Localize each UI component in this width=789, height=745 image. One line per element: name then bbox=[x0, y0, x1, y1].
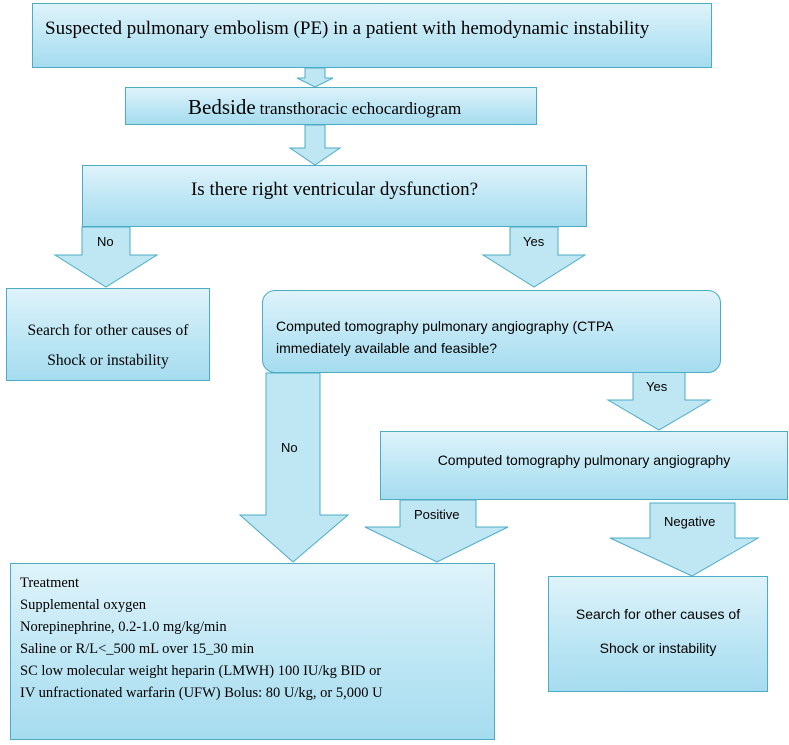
edge-label-negative: Negative bbox=[664, 514, 716, 529]
node-suspected-pe-text: Suspected pulmonary embolism (PE) in a p… bbox=[45, 18, 650, 39]
node-ctpa-availability-question: Computed tomography pulmonary angiograph… bbox=[262, 290, 721, 373]
arrow-ctpa-yes bbox=[606, 371, 712, 431]
edge-label-ctpa-no: No bbox=[281, 440, 298, 455]
treatment-line-5: SC low molecular weight heparin (LMWH) 1… bbox=[20, 663, 382, 679]
treatment-line-3: Norepinephrine, 0.2-1.0 mg/kg/min bbox=[20, 619, 227, 635]
node-ctpa-availability-line1: Computed tomography pulmonary angiograph… bbox=[276, 318, 614, 334]
arrow-echo-to-rv bbox=[288, 124, 342, 166]
node-ctpa-availability-line2: immediately available and feasible? bbox=[276, 340, 498, 356]
arrow-pe-to-echo bbox=[296, 67, 334, 88]
arrow-rv-yes bbox=[481, 226, 587, 288]
node-other-causes-right: Search for other causes of Shock or inst… bbox=[548, 576, 768, 692]
node-other-causes-left: Search for other causes of Shock or inst… bbox=[6, 288, 210, 381]
node-bedside-echo-prefix: Bedside bbox=[188, 95, 256, 119]
node-ctpa: Computed tomography pulmonary angiograph… bbox=[380, 431, 788, 500]
treatment-line-4: Saline or R/L<_500 mL over 15_30 min bbox=[20, 641, 254, 657]
node-treatment: Treatment Supplemental oxygen Norepineph… bbox=[10, 563, 495, 740]
node-rv-dysfunction-question: Is there right ventricular dysfunction? bbox=[82, 165, 587, 227]
node-other-causes-left-line2: Shock or instability bbox=[47, 352, 169, 369]
node-bedside-echo-text: transthoracic echocardiogram bbox=[259, 99, 462, 118]
node-rv-dysfunction-question-text: Is there right ventricular dysfunction? bbox=[190, 179, 478, 200]
node-other-causes-right-line2: Shock or instability bbox=[599, 640, 717, 656]
treatment-line-1: Treatment bbox=[20, 575, 80, 591]
arrow-ctpa-no bbox=[238, 372, 350, 563]
arrow-negative bbox=[609, 502, 760, 577]
edge-label-rv-no: No bbox=[97, 234, 114, 249]
node-ctpa-text: Computed tomography pulmonary angiograph… bbox=[437, 452, 731, 468]
arrow-positive bbox=[364, 499, 509, 563]
edge-label-positive: Positive bbox=[414, 507, 460, 522]
edge-label-rv-yes: Yes bbox=[523, 234, 545, 249]
treatment-line-6: IV unfractionated warfarin (UFW) Bolus: … bbox=[20, 685, 383, 701]
node-other-causes-right-line1: Search for other causes of bbox=[575, 606, 741, 622]
node-other-causes-left-line1: Search for other causes of bbox=[27, 322, 189, 339]
node-suspected-pe: Suspected pulmonary embolism (PE) in a p… bbox=[32, 3, 712, 68]
treatment-line-2: Supplemental oxygen bbox=[20, 597, 147, 613]
node-bedside-echo: Bedside transthoracic echocardiogram bbox=[125, 87, 537, 125]
arrow-rv-no bbox=[53, 226, 159, 288]
edge-label-ctpa-yes: Yes bbox=[646, 379, 668, 394]
